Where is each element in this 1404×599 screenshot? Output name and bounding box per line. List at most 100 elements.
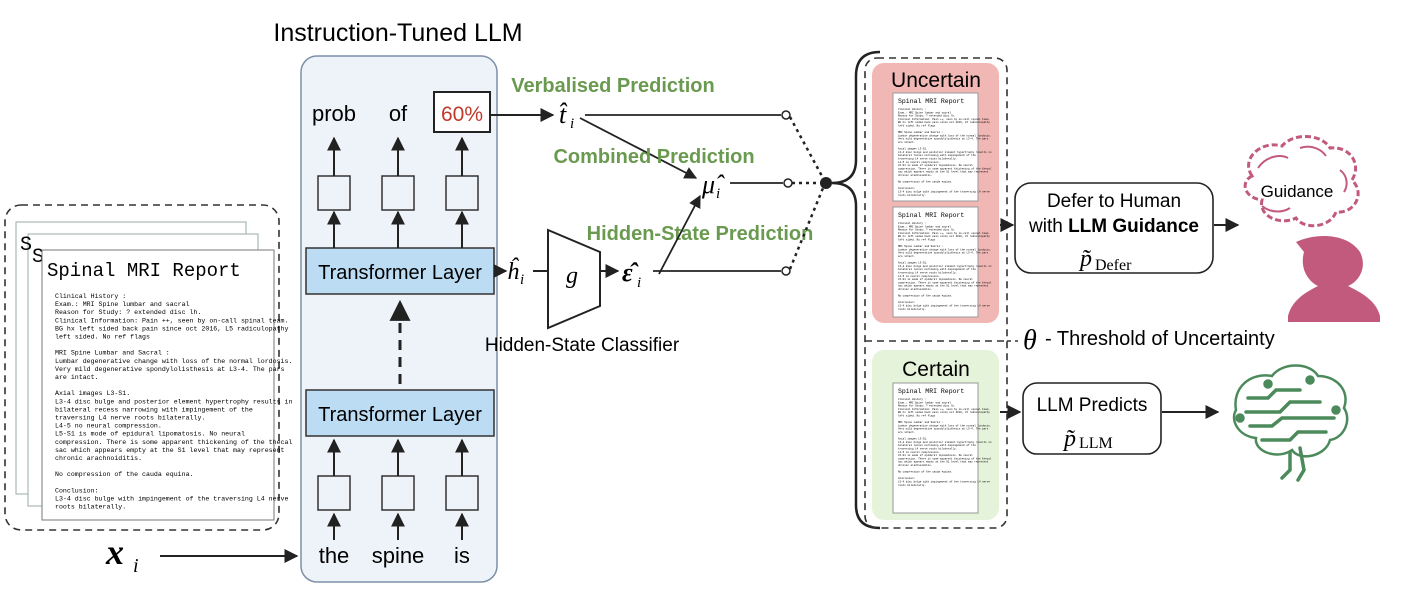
mini-report-line: bilateral recess narrowing with impingem… (898, 267, 976, 271)
document-line: compression. There is some apparent thic… (55, 439, 292, 446)
back-page-title: S (20, 234, 32, 257)
input-token-the: the (319, 543, 350, 568)
document-line: Reason for Study: ? extended disc lh. (55, 309, 201, 316)
switch-node-hidden (781, 266, 791, 276)
mini-report-line: Reason for Study: ? extended disc lh. (898, 404, 956, 408)
llm-title: Instruction-Tuned LLM (273, 19, 522, 47)
document-line: Lumbar degenerative change with loss of … (55, 358, 292, 365)
document-title: Spinal MRI Report (47, 260, 241, 282)
back-page-title-2: S (32, 246, 44, 269)
mini-report-line: traversing L4 nerve roots bilaterally. (898, 157, 957, 161)
human-guidance-icon: Guidance (1243, 135, 1380, 322)
mini-report-line: Lumbar degenerative change with loss of … (898, 423, 991, 427)
mini-report-line: are intact. (898, 254, 915, 258)
input-symbol-x: x (105, 532, 124, 572)
mini-report-line: Conclusion: (898, 476, 915, 480)
llm-formula-p: p̃ (1062, 426, 1076, 452)
mini-report-line: Axial images L3-S1. (898, 437, 928, 441)
mini-report-line: Very mild degenerative spondylolisthesis… (898, 251, 989, 255)
mini-report-line: L4-5 no neural compression. (898, 274, 940, 278)
output-token-box (433, 91, 491, 133)
mini-report-line: No compression of the cauda equina. (898, 294, 952, 298)
mini-report-line: Conclusion: (898, 186, 915, 190)
llm-predicts-label: LLM Predicts (1037, 395, 1148, 416)
mini-report-line: Axial images L3-S1. (898, 261, 928, 265)
mini-report-line: MRI Spine Lumbar and Sacral : (898, 130, 943, 134)
mini-report-line: Lumbar degenerative change with loss of … (898, 247, 991, 251)
defer-formula-sub: Defer (1095, 257, 1132, 274)
mini-report-line: sac which appears empty at the S1 level … (898, 170, 989, 174)
mini-report-line: Clinical Information: Pain ++, seen by o… (898, 407, 990, 411)
classifier-symbol: g (566, 263, 578, 289)
mini-report-line: chronic arachnoiditis. (898, 173, 932, 177)
certain-report (892, 382, 979, 514)
transformer-layer-top-label: Transformer Layer (318, 262, 482, 284)
mini-report-line: L3-4 disc bulge with impingement of the … (898, 480, 990, 484)
threshold-label: - Threshold of Uncertainty (1045, 328, 1275, 350)
output-token-of: of (389, 101, 408, 126)
mini-report-line: L4-5 no neural compression. (898, 450, 940, 454)
mini-report-line: are intact. (898, 140, 915, 144)
threshold-symbol: θ (1023, 325, 1037, 356)
verbalised-prediction-label: Verbalised Prediction (511, 75, 714, 97)
mini-report-line: BG hx left sided back pain since oct 201… (898, 410, 990, 414)
mini-report-title: Spinal MRI Report (898, 98, 964, 105)
switch-junction (820, 177, 832, 189)
document-page-front (41, 249, 275, 521)
mini-report-line: MRI Spine Lumbar and Sacral : (898, 244, 943, 248)
transformer-layer-bottom-label: Transformer Layer (318, 404, 482, 426)
document-line: sac which appears empty at the S1 level … (55, 447, 285, 454)
mini-report-line: Clinical Information: Pain ++, seen by o… (898, 231, 990, 235)
mini-report-line: traversing L4 nerve roots bilaterally. (898, 271, 957, 275)
switch-node-verbalised (781, 110, 791, 120)
document-line: Conclusion: (55, 487, 99, 494)
document-line: Very mild degenerative spondylolisthesis… (55, 366, 285, 373)
input-token-is: is (454, 543, 470, 568)
mini-report-line: No compression of the cauda equina. (898, 180, 952, 184)
document-line: bilateral recess narrowing with impingem… (55, 406, 253, 413)
document-stack-frame (4, 204, 280, 531)
mini-report-line: chronic arachnoiditis. (898, 463, 932, 467)
uncertain-label: Uncertain (891, 69, 981, 92)
transformer-layer-bottom (305, 389, 495, 437)
mini-report-line: bilateral recess narrowing with impingem… (898, 153, 976, 157)
mini-report-line: roots bilaterally. (898, 193, 926, 197)
defer-formula-p: p̃ (1078, 246, 1092, 272)
document-line: L3-4 disc bulge and posterior element hy… (55, 398, 292, 405)
mini-report-line: L3-4 disc bulge and posterior element hy… (898, 150, 992, 154)
mini-report-line: BG hx left sided back pain since oct 201… (898, 120, 990, 124)
defer-to-human-box (1014, 182, 1214, 274)
mini-report-line: Reason for Study: ? extended disc lh. (898, 228, 956, 232)
hidden-state-prediction-label: Hidden-State Prediction (587, 223, 814, 245)
upper-token-box-2 (381, 175, 415, 211)
certain-label: Certain (902, 358, 970, 381)
document-line: chronic arachnoiditis. (55, 455, 142, 462)
mini-report-line: Conclusion: (898, 300, 915, 304)
uncertain-report-1 (892, 92, 979, 202)
mini-report-line: roots bilaterally. (898, 483, 926, 487)
llm-predicts-box (1022, 382, 1162, 455)
document-line: traversing L4 nerve roots bilaterally. (55, 415, 205, 422)
mini-report-line: chronic arachnoiditis. (898, 287, 932, 291)
svg-text:i: i (520, 272, 524, 288)
mini-report-line: BG hx left sided back pain since oct 201… (898, 234, 990, 238)
mini-report-line: No compression of the cauda equina. (898, 470, 952, 474)
input-token-spine: spine (372, 543, 425, 568)
mini-report-line: Clinical Information: Pain ++, seen by o… (898, 117, 990, 121)
output-token-percent: 60% (441, 103, 483, 126)
defer-line-1: Defer to Human (1047, 191, 1181, 212)
lower-token-box-2 (381, 475, 415, 511)
svg-text:i: i (716, 186, 720, 202)
mini-report-line: L5-S1 is mode of epidural lipomatosis. N… (898, 277, 973, 281)
document-line: MRI Spine Lumbar and Sacral : (55, 350, 170, 357)
mini-report-line: L3-4 disc bulge and posterior element hy… (898, 440, 992, 444)
document-line: Clinical Information: Pain ++, seen by o… (55, 317, 288, 324)
mini-report-line: Lumbar degenerative change with loss of … (898, 133, 991, 137)
mini-report-line: L4-5 no neural compression. (898, 160, 940, 164)
mini-report-line: Exam.: MRI Spine lumbar and sacral (898, 110, 951, 114)
mini-report-title: Spinal MRI Report (898, 212, 964, 219)
document-line: L4-5 no neural compression. (55, 423, 162, 430)
classifier-label: Hidden-State Classifier (485, 335, 680, 356)
upper-token-box-3 (445, 175, 479, 211)
